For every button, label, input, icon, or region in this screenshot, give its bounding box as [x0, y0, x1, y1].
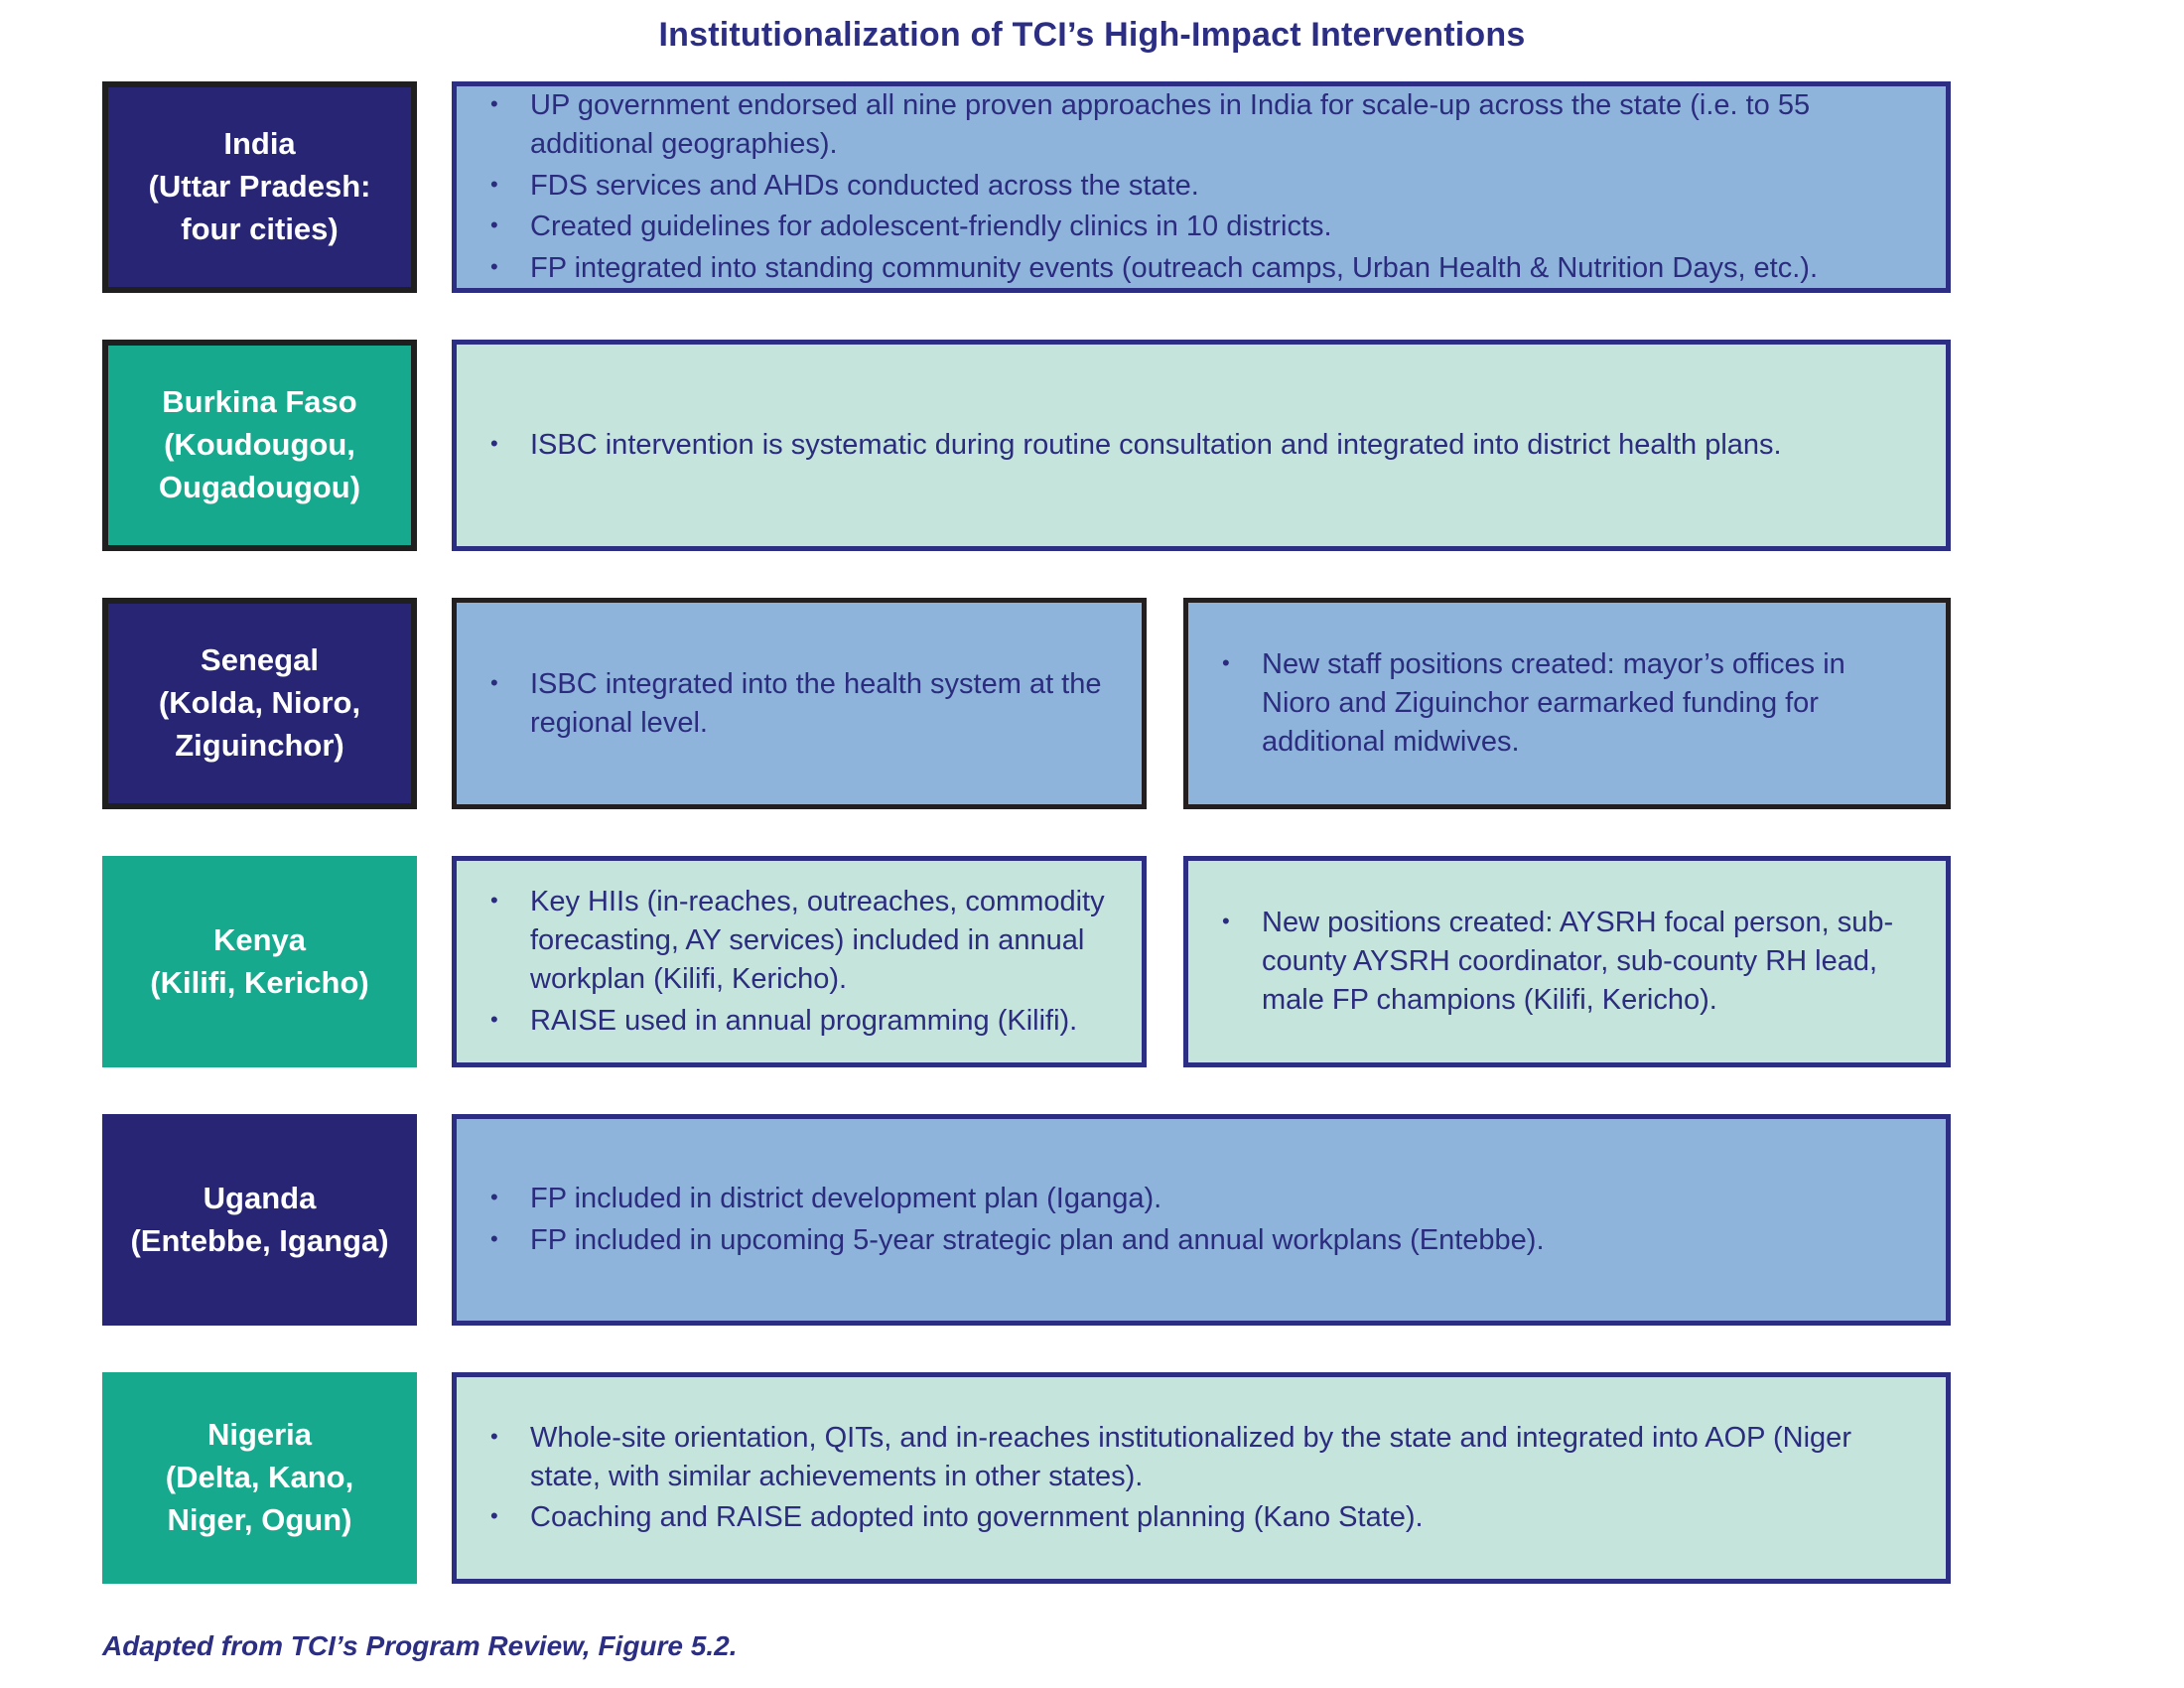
- country-label-senegal: Senegal (Kolda, Nioro, Ziguinchor): [102, 598, 417, 809]
- content-box-senegal-left: ISBC integrated into the health system a…: [452, 598, 1147, 809]
- content-box-kenya-left: Key HIIs (in-reaches, outreaches, commod…: [452, 856, 1147, 1067]
- page-title: Institutionalization of TCI’s High-Impac…: [658, 16, 1526, 54]
- row-kenya: Kenya (Kilifi, Kericho) Key HIIs (in-rea…: [102, 856, 1951, 1067]
- content-box-senegal-right: New staff positions created: mayor’s off…: [1183, 598, 1951, 809]
- content-burkina-faso: ISBC intervention is systematic during r…: [452, 340, 1951, 551]
- bullet-item: Created guidelines for adolescent-friend…: [480, 208, 1922, 246]
- row-burkina-faso: Burkina Faso (Koudougou, Ougadougou) ISB…: [102, 340, 1951, 551]
- country-label-nigeria: Nigeria (Delta, Kano, Niger, Ogun): [102, 1372, 417, 1584]
- figure-body: India (Uttar Pradesh: four cities) UP go…: [102, 81, 1951, 1584]
- country-label-burkina-faso: Burkina Faso (Koudougou, Ougadougou): [102, 340, 417, 551]
- content-box-india: UP government endorsed all nine proven a…: [452, 81, 1951, 293]
- bullet-item: FP included in district development plan…: [480, 1180, 1922, 1218]
- bullet-item: Key HIIs (in-reaches, outreaches, commod…: [480, 883, 1118, 999]
- content-india: UP government endorsed all nine proven a…: [452, 81, 1951, 293]
- bullet-item: FDS services and AHDs conducted across t…: [480, 167, 1922, 206]
- content-box-kenya-right: New positions created: AYSRH focal perso…: [1183, 856, 1951, 1067]
- content-box-burkina-faso: ISBC intervention is systematic during r…: [452, 340, 1951, 551]
- bullet-item: ISBC integrated into the health system a…: [480, 665, 1118, 743]
- bullet-list: New staff positions created: mayor’s off…: [1188, 636, 1946, 771]
- bullet-item: ISBC intervention is systematic during r…: [480, 426, 1922, 465]
- bullet-list: ISBC integrated into the health system a…: [457, 656, 1142, 752]
- content-uganda: FP included in district development plan…: [452, 1114, 1951, 1326]
- bullet-list: Key HIIs (in-reaches, outreaches, commod…: [457, 874, 1142, 1049]
- content-senegal: ISBC integrated into the health system a…: [452, 598, 1951, 809]
- bullet-item: New positions created: AYSRH focal perso…: [1212, 904, 1922, 1020]
- content-kenya: Key HIIs (in-reaches, outreaches, commod…: [452, 856, 1951, 1067]
- bullet-item: RAISE used in annual programming (Kilifi…: [480, 1002, 1118, 1041]
- content-box-uganda: FP included in district development plan…: [452, 1114, 1951, 1326]
- bullet-list: New positions created: AYSRH focal perso…: [1188, 895, 1946, 1029]
- row-uganda: Uganda (Entebbe, Iganga) FP included in …: [102, 1114, 1951, 1326]
- bullet-list: UP government endorsed all nine proven a…: [457, 77, 1946, 297]
- content-box-nigeria: Whole-site orientation, QITs, and in-rea…: [452, 1372, 1951, 1584]
- country-label-uganda: Uganda (Entebbe, Iganga): [102, 1114, 417, 1326]
- bullet-item: Whole-site orientation, QITs, and in-rea…: [480, 1419, 1922, 1496]
- bullet-item: FP integrated into standing community ev…: [480, 249, 1922, 288]
- bullet-item: New staff positions created: mayor’s off…: [1212, 645, 1922, 762]
- source-caption: Adapted from TCI’s Program Review, Figur…: [102, 1630, 738, 1661]
- row-nigeria: Nigeria (Delta, Kano, Niger, Ogun) Whole…: [102, 1372, 1951, 1584]
- content-nigeria: Whole-site orientation, QITs, and in-rea…: [452, 1372, 1951, 1584]
- bullet-item: FP included in upcoming 5-year strategic…: [480, 1221, 1922, 1260]
- bullet-item: UP government endorsed all nine proven a…: [480, 86, 1922, 164]
- bullet-list: Whole-site orientation, QITs, and in-rea…: [457, 1410, 1946, 1547]
- bullet-list: ISBC intervention is systematic during r…: [457, 417, 1946, 474]
- row-india: India (Uttar Pradesh: four cities) UP go…: [102, 81, 1951, 293]
- bullet-list: FP included in district development plan…: [457, 1171, 1946, 1269]
- row-senegal: Senegal (Kolda, Nioro, Ziguinchor) ISBC …: [102, 598, 1951, 809]
- country-label-india: India (Uttar Pradesh: four cities): [102, 81, 417, 293]
- country-label-kenya: Kenya (Kilifi, Kericho): [102, 856, 417, 1067]
- bullet-item: Coaching and RAISE adopted into governme…: [480, 1498, 1922, 1537]
